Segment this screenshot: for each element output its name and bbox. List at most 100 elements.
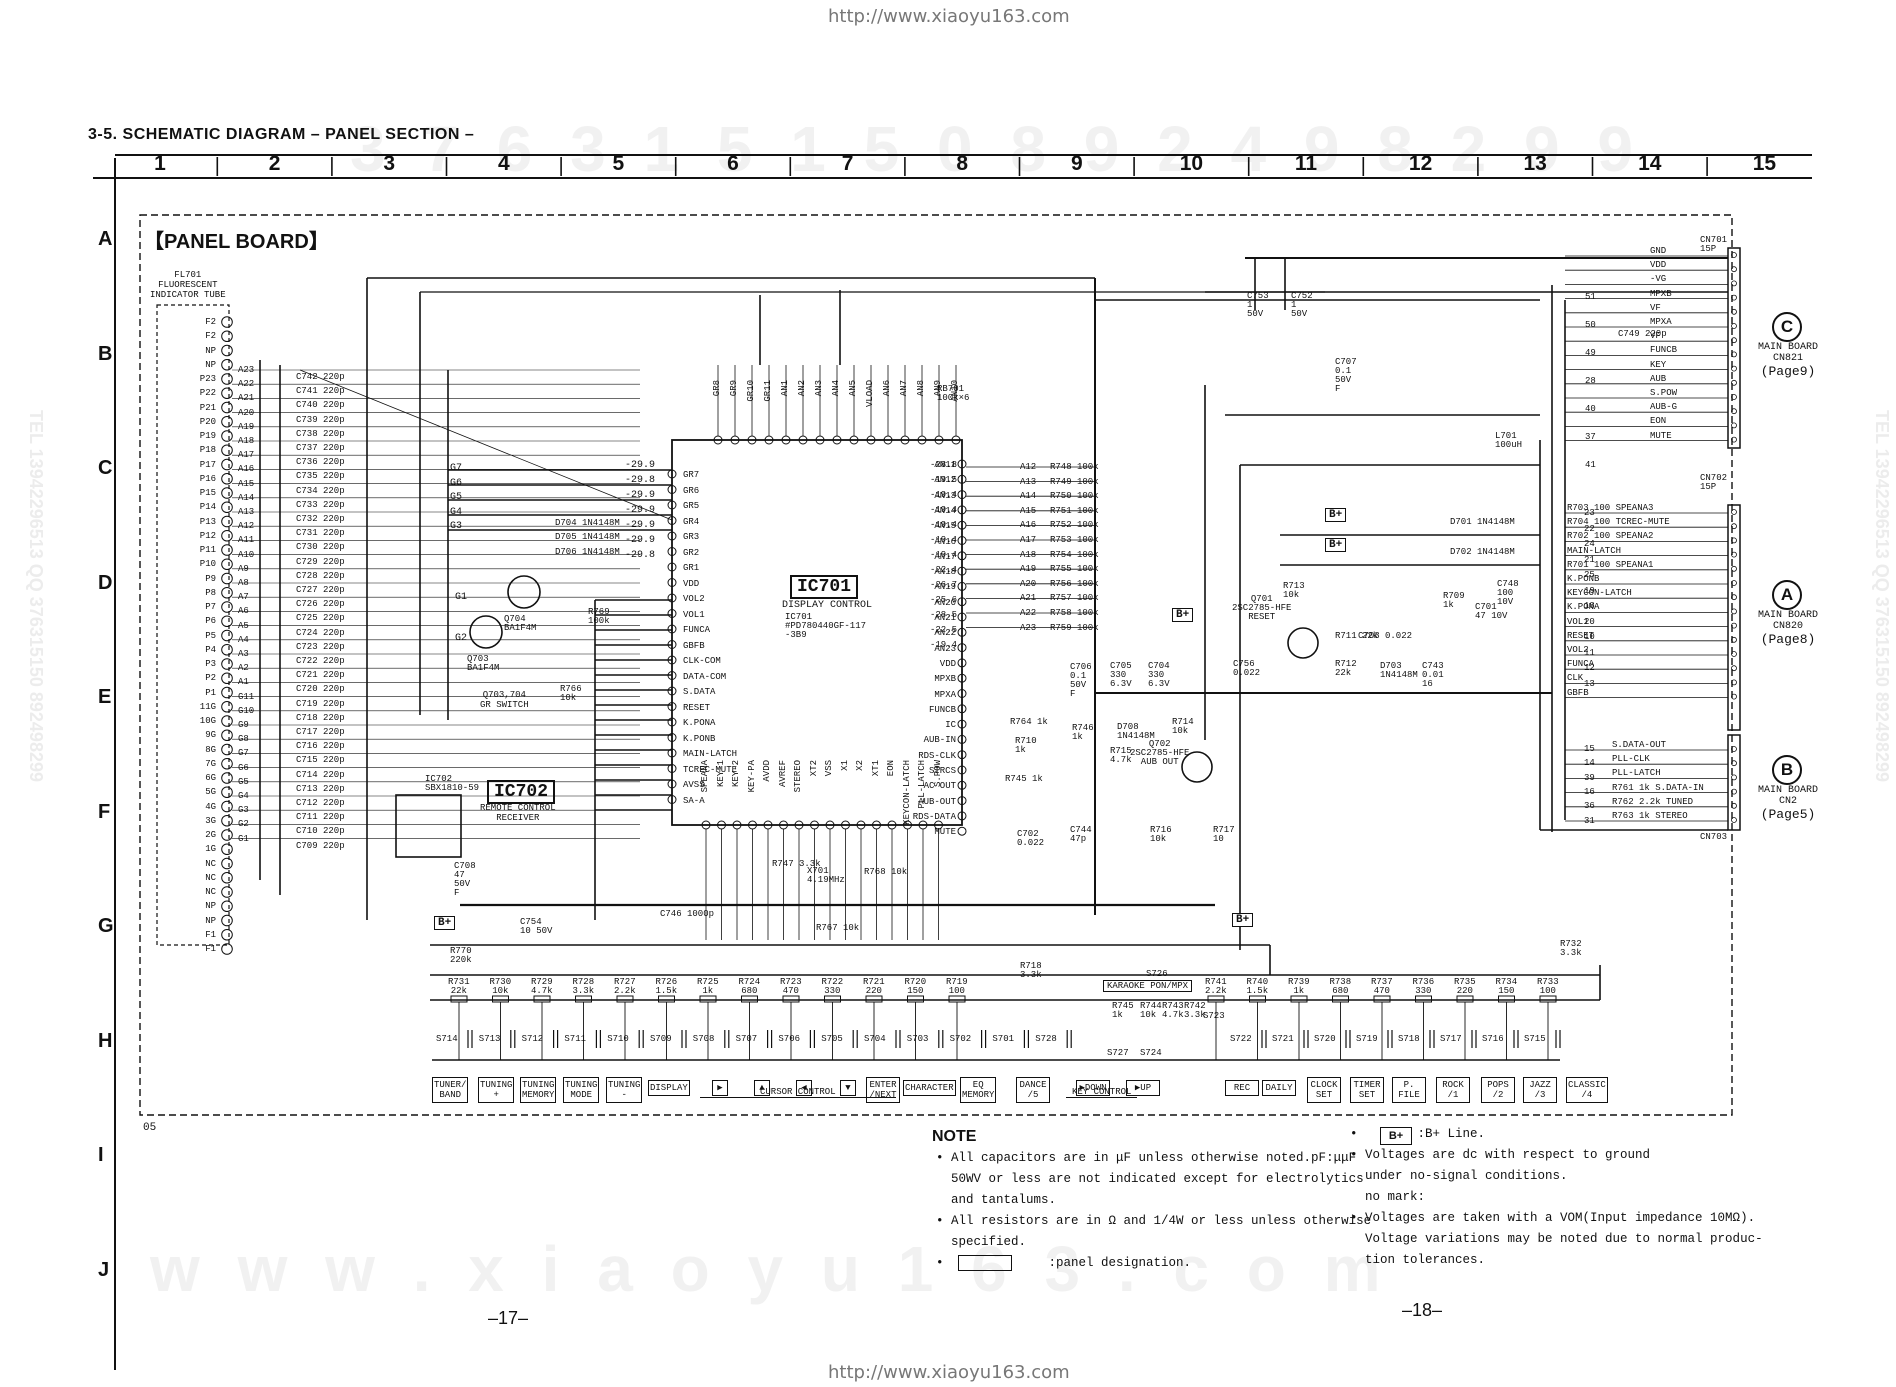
panel-button[interactable]: EQ MEMORY [960,1077,997,1103]
part-d701: D701 1N4148M [1450,517,1515,527]
ic701-left-pin: GR4 [683,516,700,527]
ic701-pin-circle [957,459,967,469]
panel-button[interactable]: CLASSIC /4 [1566,1077,1608,1103]
right-anode-label: A14 [1020,491,1037,502]
source-url-bottom[interactable]: http://www.xiaoyu163.com [828,1362,1070,1383]
fl701-pin-circle [221,715,233,727]
cn701-pin-number: 41 [1585,460,1596,470]
fl701-pin-label: P12 [199,530,216,541]
key-resistor-body [1539,995,1557,1003]
panel-button[interactable]: ◀ [796,1080,812,1096]
panel-button[interactable]: TIMER SET [1350,1077,1384,1103]
panel-button[interactable]: ▶DOWN [1076,1080,1110,1096]
fl701-pin-circle [221,786,233,799]
key-resistor: R720 150 [904,977,927,996]
ic701-left-pin: GR1 [683,563,700,573]
anode-label: A23 [238,365,255,375]
panel-button[interactable]: TUNING MEMORY [520,1077,557,1103]
key-resistor-body [1332,995,1349,1003]
ic701-bottom-pin: AVREF [777,760,788,788]
key-resistor: R739 1k [1288,977,1310,996]
capacitor-label: C718 220p [296,712,345,723]
source-url-top[interactable]: http://www.xiaoyu163.com [828,6,1070,27]
bplus-tag-2: B+ [1325,538,1347,552]
ic701-right-pin: FUNCB [928,704,956,715]
panel-button[interactable]: DANCE /5 [1016,1077,1050,1103]
switch-s724: S724 [1140,1048,1162,1058]
q702-label: Q702 2SC2785-HFE AUB OUT [1130,739,1190,767]
panel-button[interactable]: TUNING + [478,1077,515,1103]
part-c706: C706 0.1 50V F [1070,662,1092,699]
left-voltage: -29.9 [625,505,656,516]
key-resistor: R733 100 [1537,977,1559,996]
panel-button[interactable]: ▶UP [1126,1080,1160,1096]
fl701-pin-label: P6 [205,616,216,627]
panel-button[interactable]: ▼ [840,1080,856,1096]
ic701-right-pin: RDS-CLK [918,750,956,761]
switch-label: S708 [692,1034,715,1044]
panel-button[interactable]: P. FILE [1392,1077,1426,1103]
cn703-signal: PLL-CLK [1612,754,1650,765]
cn703-pin-number: 16 [1584,786,1595,797]
panel-button[interactable]: ROCK /1 [1436,1077,1470,1103]
g-line-label: G4 [450,506,463,518]
panel-button[interactable]: DAILY [1262,1080,1296,1096]
bplus-legend-box: B+ [1380,1127,1412,1145]
grid-column-14: 14 [1638,152,1662,175]
fl701-pin-circle [221,757,233,770]
karaoke-r742: R742 3.3k [1184,1001,1206,1020]
cn702-name: CN702 15P [1700,473,1728,492]
fl701-pin-label: P13 [199,516,216,527]
panel-button[interactable]: REC [1225,1080,1259,1096]
panel-button[interactable]: CLOCK SET [1307,1077,1341,1103]
panel-button[interactable]: TUNER/ BAND [432,1077,469,1103]
capacitor-label: C720 220p [296,684,345,695]
panel-button[interactable]: DISPLAY [648,1080,690,1096]
cn703-signal: R761 1k S.DATA-IN [1612,782,1704,793]
switch-label: S710 [607,1034,629,1044]
switch-label: S713 [478,1034,501,1044]
ic701-top-pin: GR10 [746,380,756,402]
ic701-bottom-pin: KEY-1 [715,760,726,788]
panel-button[interactable]: POPS /2 [1481,1077,1515,1103]
key-resistor: R734 150 [1495,977,1518,996]
g-line-label: G7 [450,463,463,474]
q701-label: Q701 2SC2785-HFE RESET [1232,594,1292,622]
panel-button[interactable]: TUNING - [606,1077,643,1103]
key-resistor: R729 4.7k [531,977,553,996]
note-line: • Voltages are taken with a VOM(Input im… [1350,1211,1756,1225]
switch-label: S706 [778,1034,800,1044]
ic701-part: IC701 #PD780440GF-117 -3B9 [785,612,867,640]
fl701-pin-label: P4 [205,644,216,655]
main-board-page: (Page8) [1760,632,1816,647]
panel-button[interactable]: TUNING MODE [563,1077,600,1103]
capacitor-label: C730 220p [296,542,345,553]
key-resistor-body [533,995,551,1003]
right-anode-label: A18 [1020,549,1037,560]
panel-button[interactable]: ▲ [754,1080,770,1096]
cn703-name: CN703 [1700,832,1728,842]
page-number-left: –17– [488,1308,529,1328]
left-voltage: -29.9 [625,520,656,531]
fl701-pin-label: P3 [205,659,216,669]
fl701-pin-circle [221,928,233,941]
note-line: • All capacitors are in μF unless otherw… [936,1151,1357,1165]
panel-button[interactable]: CHARACTER [903,1080,956,1096]
capacitor-label: C738 220p [296,428,345,439]
cn702-pin [1731,608,1737,615]
capacitor-label: C737 220p [296,443,345,453]
ic701-top-pin: AN5 [848,380,858,397]
panel-button[interactable]: ▶ [712,1080,728,1096]
cn701-signal: S.POW [1650,388,1678,398]
anode-label: A5 [238,620,249,631]
ic701-pin-circle [957,566,967,576]
fl701-pin-circle [221,572,233,585]
key-resistor: R719 100 [946,977,968,996]
cn701-pin-number: 49 [1585,348,1596,358]
anode-label: A19 [238,421,255,432]
key-resistor-body [1207,995,1225,1003]
grid-row-F: F [98,800,111,823]
anode-label: G7 [238,748,249,759]
panel-button[interactable]: ENTER /NEXT [866,1077,900,1103]
panel-button[interactable]: JAZZ /3 [1523,1077,1557,1103]
